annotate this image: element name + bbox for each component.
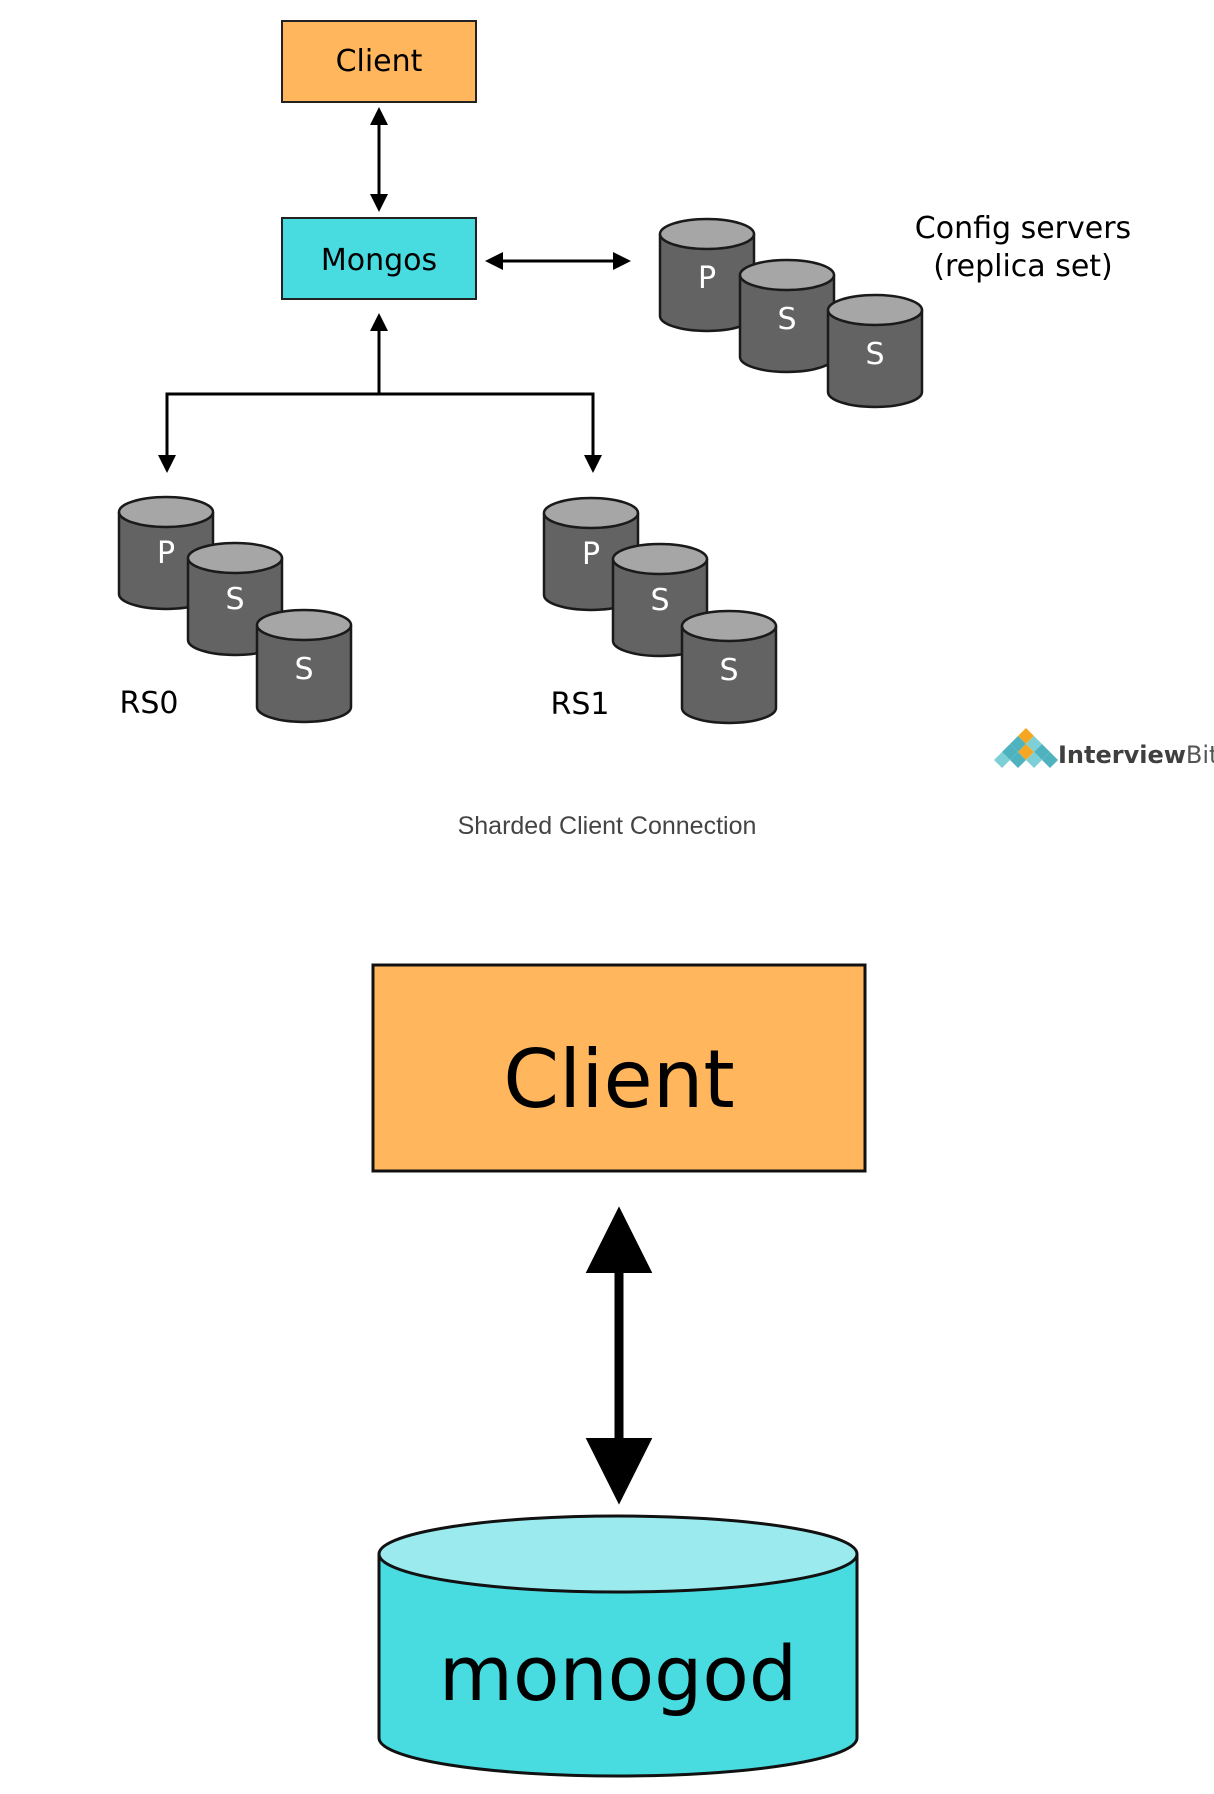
top-diagram: Client Mongos P S S Config servers (repl… [117, 20, 1214, 769]
interviewbit-logo: InterviewBit [994, 728, 1214, 769]
bottom-client-label: Client [503, 1033, 735, 1126]
mongod-label: monogod [439, 1629, 797, 1718]
rs0-label: RS0 [120, 686, 179, 721]
cylinder-label: S [650, 583, 669, 618]
cylinder-label: S [225, 582, 244, 617]
config-secondary-cylinder: S [826, 293, 924, 409]
cylinder-label: S [294, 652, 313, 687]
rs1-secondary-cylinder: S [611, 542, 709, 658]
client-label: Client [336, 44, 423, 79]
rs1-label: RS1 [551, 687, 610, 722]
logo-diamond-icon [994, 728, 1058, 768]
rs0-secondary-cylinder: S [255, 608, 353, 724]
client-node: Client [281, 20, 477, 103]
cylinder-label: S [719, 653, 738, 688]
rs0-secondary-cylinder: S [186, 541, 284, 657]
logo-text-light: Bit [1186, 741, 1214, 769]
config-servers-group: P S S [658, 217, 924, 409]
cylinder-label: S [865, 337, 884, 372]
bottom-client-node: Client [371, 963, 867, 1173]
rs0-primary-cylinder: P [117, 495, 215, 611]
rs0-group: P S S RS0 [117, 495, 353, 724]
rs1-primary-cylinder: P [542, 496, 640, 612]
cylinder-label: P [157, 536, 175, 571]
mongos-node: Mongos [281, 217, 477, 300]
cylinder-label: S [777, 302, 796, 337]
svg-text:InterviewBit: InterviewBit [1058, 741, 1214, 769]
config-servers-label: Config servers [915, 211, 1131, 246]
cylinder-label: P [698, 261, 716, 296]
config-primary-cylinder: P [658, 217, 756, 333]
rs1-secondary-cylinder: S [680, 609, 778, 725]
mongod-database-cylinder: monogod [377, 1514, 859, 1778]
shards-connector [158, 313, 602, 473]
config-servers-sublabel: (replica set) [933, 249, 1113, 284]
config-secondary-cylinder: S [738, 258, 836, 374]
mongos-label: Mongos [321, 243, 437, 278]
cylinder-label: P [582, 537, 600, 572]
logo-text-bold: Interview [1058, 741, 1186, 769]
rs1-group: P S S RS1 [542, 496, 778, 725]
bottom-diagram: Client monogod [371, 963, 867, 1778]
figure-caption: Sharded Client Connection [457, 812, 757, 840]
